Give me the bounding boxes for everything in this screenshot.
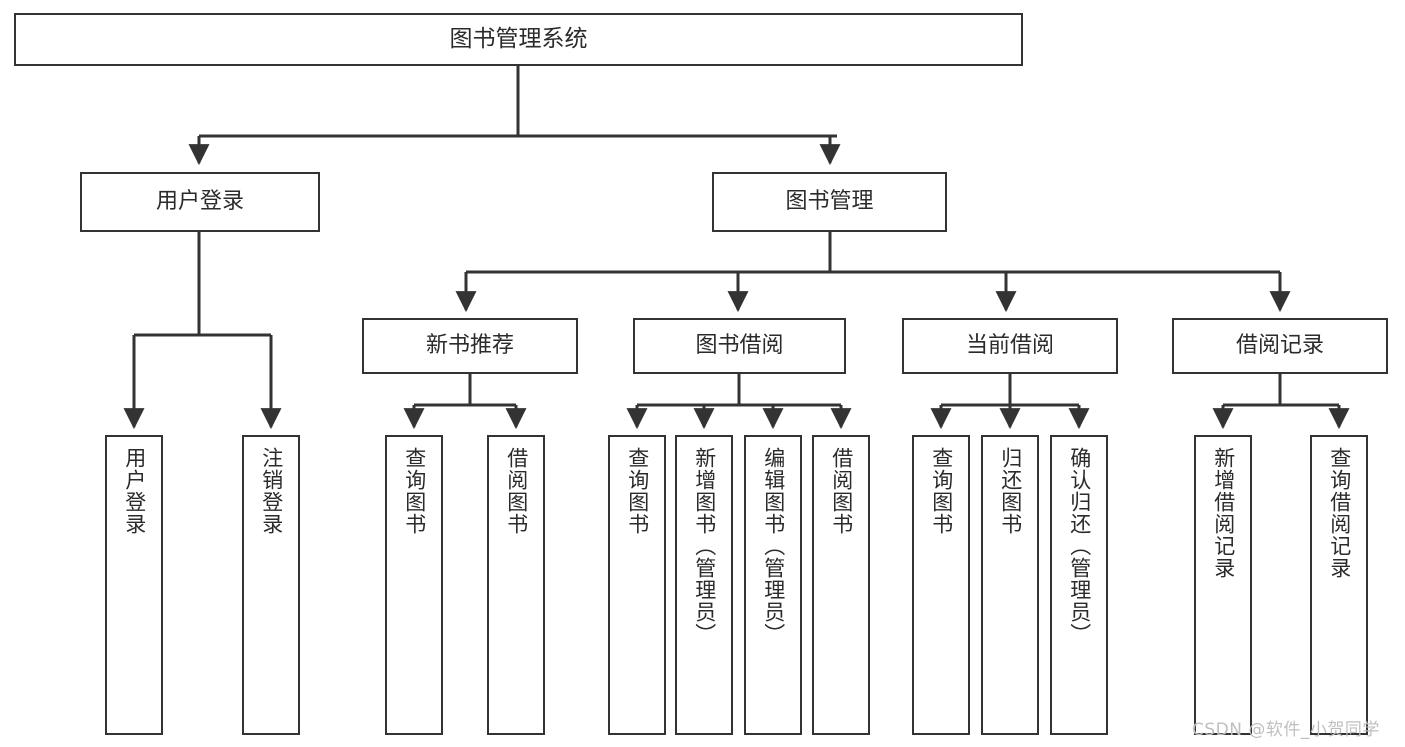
node-borrow-record[interactable]: 借阅记录 (1172, 318, 1388, 374)
watermark-text: CSDN @软件_小贺同学 (1192, 720, 1380, 740)
node-leaf-add-book[interactable]: 新增图书（管理员） (675, 435, 733, 735)
node-leaf-query-book-1[interactable]: 查询图书 (385, 435, 443, 735)
leaf-label: 查询图书 (402, 447, 427, 535)
leaf-label: 归还图书 (998, 447, 1023, 535)
leaf-label: 新增借阅记录 (1211, 447, 1236, 579)
leaf-label: 编辑图书（管理员） (761, 447, 786, 645)
leaf-label: 确认归还（管理员） (1067, 447, 1092, 645)
node-leaf-query-book-3[interactable]: 查询图书 (912, 435, 970, 735)
node-leaf-query-record[interactable]: 查询借阅记录 (1310, 435, 1368, 735)
leaf-label: 借阅图书 (504, 447, 529, 535)
node-book-management[interactable]: 图书管理 (712, 172, 947, 232)
leaf-label: 注销登录 (259, 447, 284, 535)
leaf-label: 查询图书 (625, 447, 650, 535)
leaf-label: 用户登录 (122, 447, 147, 535)
node-leaf-user-login[interactable]: 用户登录 (105, 435, 163, 735)
node-book-borrow[interactable]: 图书借阅 (633, 318, 846, 374)
leaf-label: 新增图书（管理员） (692, 447, 717, 645)
node-leaf-query-book-2[interactable]: 查询图书 (608, 435, 666, 735)
leaf-label: 查询借阅记录 (1327, 447, 1352, 579)
node-user-login[interactable]: 用户登录 (80, 172, 320, 232)
node-leaf-borrow-book-1[interactable]: 借阅图书 (487, 435, 545, 735)
node-leaf-add-record[interactable]: 新增借阅记录 (1194, 435, 1252, 735)
node-root[interactable]: 图书管理系统 (14, 13, 1023, 66)
node-new-book-recommend[interactable]: 新书推荐 (362, 318, 578, 374)
node-leaf-borrow-book-2[interactable]: 借阅图书 (812, 435, 870, 735)
node-leaf-confirm-return[interactable]: 确认归还（管理员） (1050, 435, 1108, 735)
node-leaf-return-book[interactable]: 归还图书 (981, 435, 1039, 735)
node-current-borrow[interactable]: 当前借阅 (902, 318, 1118, 374)
node-leaf-logout-login[interactable]: 注销登录 (242, 435, 300, 735)
leaf-label: 借阅图书 (829, 447, 854, 535)
leaf-label: 查询图书 (929, 447, 954, 535)
node-leaf-edit-book[interactable]: 编辑图书（管理员） (744, 435, 802, 735)
